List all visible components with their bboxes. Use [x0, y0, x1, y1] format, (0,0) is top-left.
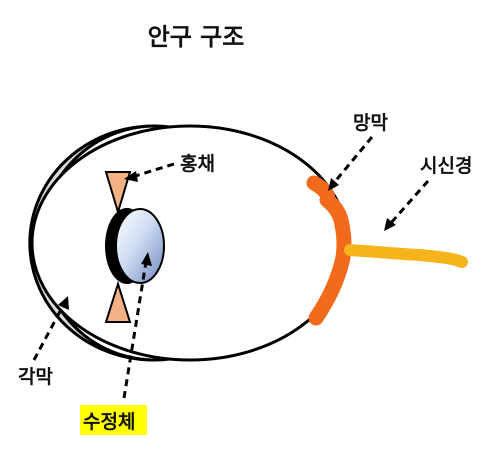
- optic-nerve-pointer: [388, 180, 430, 225]
- cornea-pointer: [32, 303, 66, 361]
- lens-pointer: [122, 261, 148, 399]
- optic-nerve-pointer-arrowhead: [384, 218, 396, 231]
- diagram-title: 안구 구조: [148, 23, 245, 51]
- lens-label-highlight: [80, 405, 147, 435]
- retina-pointer: [331, 136, 374, 185]
- label-cornea: 각막: [18, 366, 53, 388]
- label-iris: 홍채: [180, 152, 215, 175]
- iris-lower: [104, 280, 132, 323]
- retina: [306, 175, 352, 326]
- label-optic-nerve: 시신경: [420, 155, 472, 177]
- retina-pointer-arrowhead: [328, 178, 339, 191]
- lens-pointer-arrowhead: [141, 252, 152, 266]
- cornea-pointer-arrowhead: [58, 296, 69, 310]
- label-retina: 망막: [353, 112, 388, 134]
- lens: [115, 208, 165, 284]
- optic-nerve: [344, 244, 468, 268]
- iris-upper: [104, 171, 132, 216]
- label-lens: 수정체: [83, 411, 135, 433]
- iris-pointer: [131, 162, 175, 179]
- iris-pointer-arrowhead: [124, 171, 138, 182]
